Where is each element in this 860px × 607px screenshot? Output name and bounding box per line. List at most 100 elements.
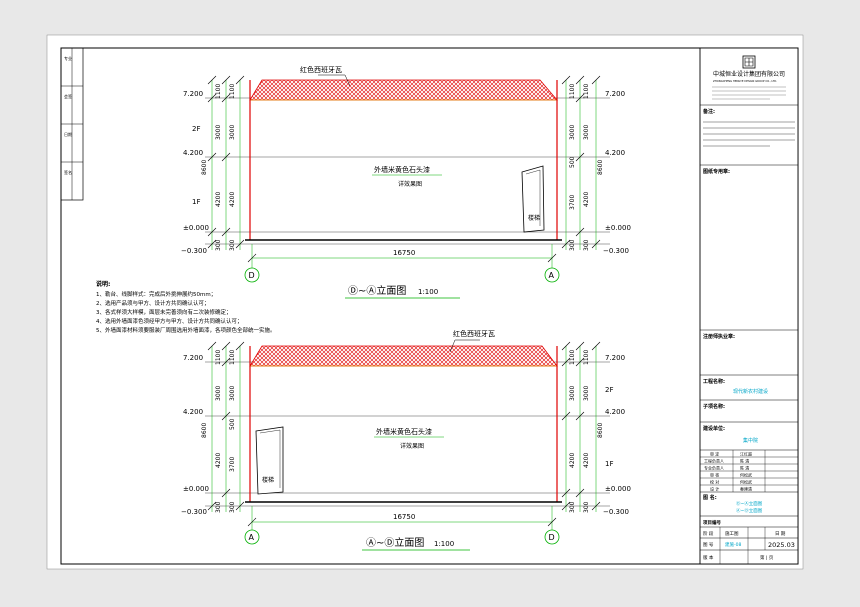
sign-role: 审 定 <box>710 451 719 457</box>
note-item: 5、外墙面漆材料须要服装厂周围选用外墙面漆，各项颜色全部统一实施。 <box>96 326 276 334</box>
strip-label: 日期 <box>64 131 72 137</box>
sign-role: 设 计 <box>710 486 719 492</box>
level-mark: −0.300 <box>181 247 207 255</box>
width-dim: 16750 <box>393 513 415 521</box>
dim-label: 1100 <box>229 84 236 99</box>
axis-bubble <box>244 529 260 545</box>
level-mark: 7.200 <box>183 354 203 362</box>
dim-label: 300 <box>583 501 590 513</box>
dim-label: 300 <box>569 501 576 513</box>
width-dim: 16750 <box>393 249 415 257</box>
note-item: 4、选用外墙面漆色须经甲方与甲方、设计方共同确认认可； <box>96 317 243 325</box>
project-no-label: 项目编号 <box>703 519 721 526</box>
sign-role: 专业负责人 <box>704 465 724 471</box>
level-mark: ±0.000 <box>183 485 209 493</box>
dim-label: 500 <box>229 418 236 430</box>
dim-total: 8600 <box>201 423 208 438</box>
dim-label: 3000 <box>229 125 236 140</box>
dim-label: 1100 <box>583 84 590 99</box>
stage-value: 施工图 <box>725 530 739 537</box>
axis-label: A <box>249 533 255 542</box>
view-title: Ⓓ~Ⓐ立面图 <box>348 284 406 297</box>
roof-label: 红色西班牙瓦 <box>300 65 342 74</box>
date-label: 日 期 <box>775 531 786 537</box>
stair-label: 楼梯 <box>262 476 274 484</box>
paper <box>46 34 804 570</box>
view-scale: 1:100 <box>434 540 454 548</box>
stair-label: 楼梯 <box>528 214 540 222</box>
level-mark: 7.200 <box>605 354 625 362</box>
dim-label: 4200 <box>583 192 590 207</box>
dim-label: 1100 <box>215 350 222 365</box>
notes-heading: 说明: <box>96 280 110 288</box>
date-value: 2025.03 <box>768 541 795 549</box>
general-notes: 说明: 1、勒台、线脚样式：完成后外挑伸展约50mm； 2、选用产品须与甲方、设… <box>96 280 276 334</box>
dim-label: 300 <box>569 239 576 251</box>
dim-total: 8600 <box>201 160 208 175</box>
sign-name: 何松武 <box>740 472 752 478</box>
stage-label: 阶 段 <box>703 530 714 537</box>
sign-role: 工程负责人 <box>704 458 724 464</box>
dim-label: 3000 <box>215 386 222 401</box>
level-mark: −0.300 <box>603 247 629 255</box>
stair-window <box>521 165 545 233</box>
axis-label: D <box>249 271 255 280</box>
floor-label: 1F <box>605 460 613 468</box>
company-name: 中城恒业设计集团有限公司 <box>713 70 785 78</box>
note-item: 1、勒台、线脚样式：完成后外挑伸展约50mm； <box>96 290 216 298</box>
sign-name: 陈 清 <box>740 458 749 464</box>
note-item: 2、选用产品须与甲方、设计方共同确认认可； <box>96 299 210 307</box>
no-label: 图 号 <box>703 542 714 548</box>
dim-label: 4200 <box>215 453 222 468</box>
right-dimension-chain: 1100 3000 500 3700 300 1100 3000 4200 30… <box>561 75 604 251</box>
dim-label: 300 <box>215 501 222 513</box>
floor-label: 1F <box>192 198 200 206</box>
roof-tiles <box>249 345 558 367</box>
dim-label: 3000 <box>569 125 576 140</box>
note-item: 3、各式样须大样模，面层未完善须向有二次装修确定； <box>96 308 232 316</box>
axis-bubble <box>544 529 560 545</box>
level-mark: 4.200 <box>183 149 203 157</box>
dim-label: 300 <box>215 239 222 251</box>
dim-total: 8600 <box>597 160 604 175</box>
dim-total: 8600 <box>597 423 604 438</box>
sign-name: 江红超 <box>740 451 752 457</box>
dim-label: 3700 <box>229 457 236 472</box>
left-level-marks: 7.200 4.200 ±0.000 −0.300 2F 1F <box>181 90 209 255</box>
strip-label: 专业 <box>64 55 72 61</box>
dim-label: 3700 <box>569 195 576 210</box>
notes-label: 备注: <box>702 108 715 115</box>
title-block: 中城恒业设计集团有限公司 ZHONGCHENG HENGYE DESIGN GR… <box>699 47 799 565</box>
left-dimension-chain: 1100 3000 4200 300 1100 3000 500 3700 30… <box>201 341 245 513</box>
sign-role: 审 核 <box>710 472 719 478</box>
stair-window <box>255 426 284 495</box>
dim-label: 3000 <box>215 125 222 140</box>
level-mark: ±0.000 <box>605 485 631 493</box>
wall-label: 外墙米黄色石头漆 <box>376 427 432 436</box>
sign-name: 陈 清 <box>740 465 749 471</box>
unit-value: 集中院 <box>743 437 758 444</box>
dim-label: 4200 <box>215 192 222 207</box>
axis-bubble <box>544 267 560 283</box>
project-value: 现代新农村建设 <box>733 388 768 395</box>
dim-label: 1100 <box>569 84 576 99</box>
level-mark: ±0.000 <box>183 224 209 232</box>
drawing-name: Ⓐ~Ⓓ立面图 <box>736 507 763 514</box>
dim-label: 300 <box>229 239 236 251</box>
version-label: 版 本 <box>703 554 714 561</box>
sign-role: 校 对 <box>710 479 719 485</box>
axis-label: A <box>549 271 555 280</box>
dim-label: 1100 <box>229 350 236 365</box>
level-mark: 7.200 <box>605 90 625 98</box>
floor-label: 2F <box>192 125 200 133</box>
axis-label: D <box>549 533 555 542</box>
dim-label: 4200 <box>229 192 236 207</box>
dim-label: 500 <box>569 156 576 168</box>
dim-label: 3000 <box>569 386 576 401</box>
level-mark: ±0.000 <box>605 224 631 232</box>
dim-label: 1100 <box>583 350 590 365</box>
strip-label: 会签 <box>64 93 72 99</box>
no-value: 建施-08 <box>725 541 741 548</box>
project-label: 工程名称: <box>703 378 725 385</box>
